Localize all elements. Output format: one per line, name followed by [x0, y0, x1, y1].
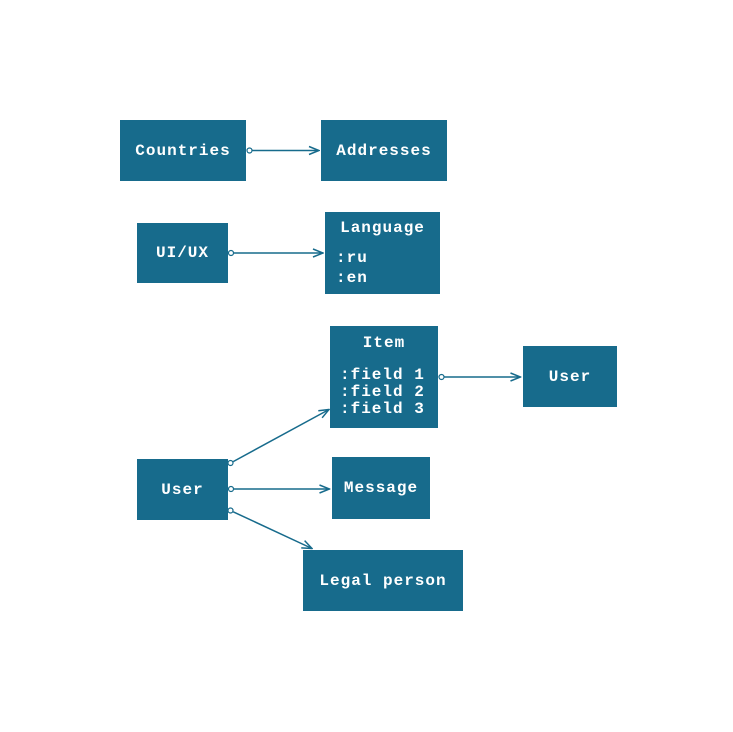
node-countries: Countries: [120, 120, 246, 181]
field-ru: :ru: [336, 249, 368, 267]
edge-user-item: [227, 410, 329, 467]
node-item: Item :field 1 :field 2 :field 3: [330, 326, 438, 428]
edge-user-message: [227, 487, 330, 492]
node-language-fields: :ru :en: [325, 248, 440, 288]
node-item-label: Item: [362, 334, 406, 352]
node-uiux-label: UI/UX: [155, 244, 209, 262]
edge-item-user: [438, 375, 521, 380]
edge-user-legal-person: [227, 507, 312, 549]
node-message-label: Message: [343, 479, 419, 497]
node-item-fields: :field 1 :field 2 :field 3: [330, 367, 438, 418]
node-addresses-label: Addresses: [336, 141, 432, 160]
field-2: :field 2: [340, 383, 425, 401]
node-user-right-label: User: [548, 367, 592, 386]
node-legal-person-label: Legal person: [319, 571, 447, 590]
node-user-hub-label: User: [161, 480, 204, 499]
node-language: Language :ru :en: [325, 212, 440, 294]
edge-uiux-language: [227, 251, 324, 256]
node-legal-person: Legal person: [303, 550, 463, 611]
field-1: :field 1: [340, 366, 425, 384]
node-message: Message: [332, 457, 430, 519]
field-3: :field 3: [340, 400, 425, 418]
edge-countries-addresses: [246, 148, 319, 153]
node-uiux: UI/UX: [137, 223, 228, 283]
node-user-right: User: [523, 346, 617, 407]
node-user-hub: User: [137, 459, 228, 520]
node-language-label: Language: [340, 219, 425, 237]
field-en: :en: [336, 269, 368, 287]
node-countries-label: Countries: [135, 141, 231, 160]
node-addresses: Addresses: [321, 120, 447, 181]
